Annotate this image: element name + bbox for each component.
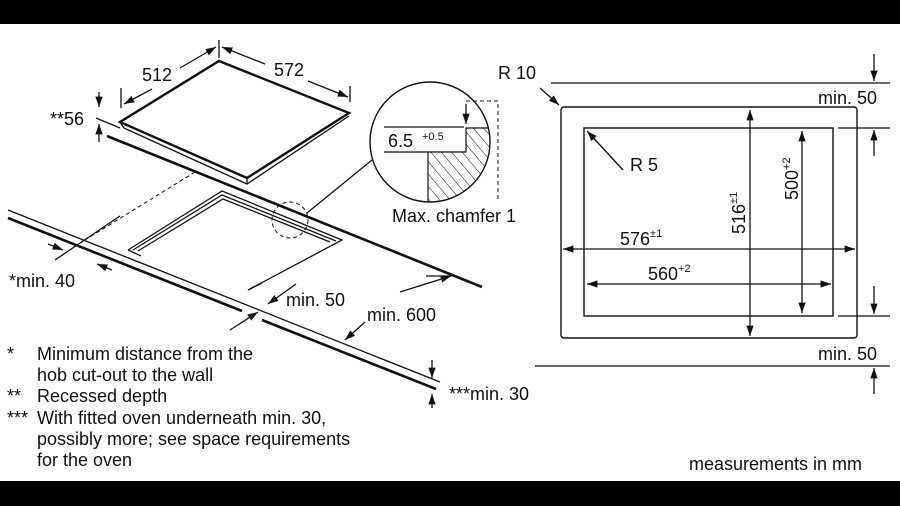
note-line: With fitted oven underneath min. 30, [37, 408, 326, 428]
top-bar [0, 0, 900, 24]
footnotes: * Minimum distance from the hob cut-out … [7, 344, 350, 470]
chamfer-label: Max. chamfer 1 [392, 206, 516, 226]
worktop-outline [560, 106, 858, 339]
bottom-bar [0, 481, 900, 506]
note-mark: ** [7, 386, 21, 406]
wall-distance-label: *min. 40 [9, 271, 75, 291]
top-margin-label: min. 50 [818, 88, 877, 108]
cutout-outline [583, 127, 834, 317]
outer-width-label: 576±1 [620, 228, 662, 249]
note-line: Recessed depth [37, 386, 167, 406]
hob-depth-label: 512 [142, 65, 172, 85]
note-line: for the oven [37, 450, 132, 470]
cutout-plan [535, 54, 890, 394]
recessed-depth-label: **56 [50, 109, 84, 129]
inner-width-label: 560+2 [648, 263, 691, 284]
hob-drawing [7, 40, 483, 408]
countertop-back-edge [106, 134, 483, 289]
note-line: possibly more; see space requirements [37, 429, 350, 449]
note-line: hob cut-out to the wall [37, 365, 213, 385]
worktop-depth-label: min. 600 [367, 305, 436, 325]
depth-tolerance: +0.5 [422, 131, 444, 143]
hob-width-label: 572 [274, 60, 304, 80]
note-line: Minimum distance from the [37, 344, 253, 364]
inner-depth-label: 500+2 [781, 157, 802, 200]
inner-radius-label: R 5 [630, 155, 658, 175]
note-mark: * [7, 344, 14, 364]
depth-value: 6.5 [388, 131, 413, 151]
outer-depth-label: 516±1 [728, 192, 749, 234]
note-mark: *** [7, 408, 28, 428]
under-clearance-label: ***min. 30 [449, 384, 529, 404]
bottom-margin-label: min. 50 [818, 344, 877, 364]
front-distance-label: min. 50 [286, 290, 345, 310]
countertop-front-edge [7, 209, 441, 383]
units-note: measurements in mm [689, 454, 862, 474]
outer-radius-label: R 10 [498, 63, 536, 83]
